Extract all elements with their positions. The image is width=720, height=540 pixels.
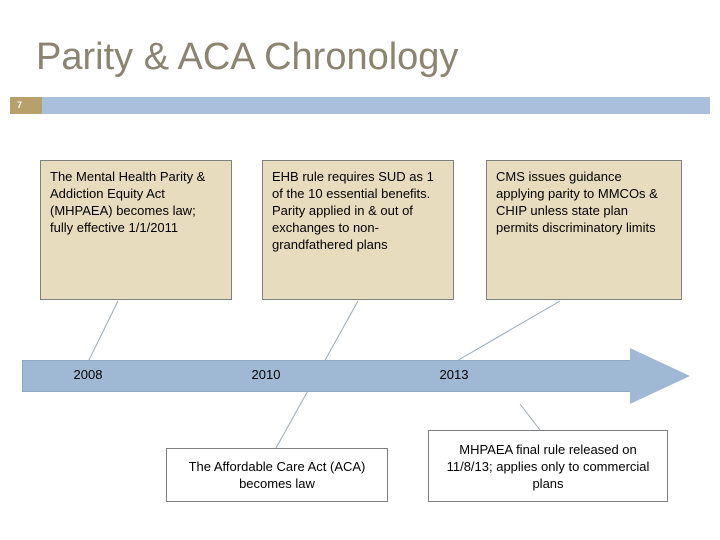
- arrow-head-icon: [630, 348, 690, 404]
- slide-number-bar: 7: [10, 97, 710, 114]
- arrow-shaft: [22, 360, 632, 392]
- callout-final-rule: MHPAEA final rule released on 11/8/13; a…: [428, 430, 668, 502]
- page-title: Parity & ACA Chronology: [36, 36, 459, 78]
- callout-aca: The Affordable Care Act (ACA) becomes la…: [166, 448, 388, 502]
- callout-cms: CMS issues guidance applying parity to M…: [486, 160, 682, 300]
- timeline-year-2013: 2013: [439, 367, 469, 382]
- timeline-arrow: [22, 348, 690, 404]
- callout-ehb: EHB rule requires SUD as 1 of the 10 ess…: [262, 160, 454, 300]
- timeline-year-2010: 2010: [251, 367, 281, 382]
- slide-number: 7: [17, 100, 23, 110]
- slide-number-box: 7: [10, 97, 42, 114]
- callout-mhpaea: The Mental Health Parity & Addiction Equ…: [40, 160, 232, 300]
- header-rule: [42, 97, 710, 114]
- timeline-year-2008: 2008: [73, 367, 103, 382]
